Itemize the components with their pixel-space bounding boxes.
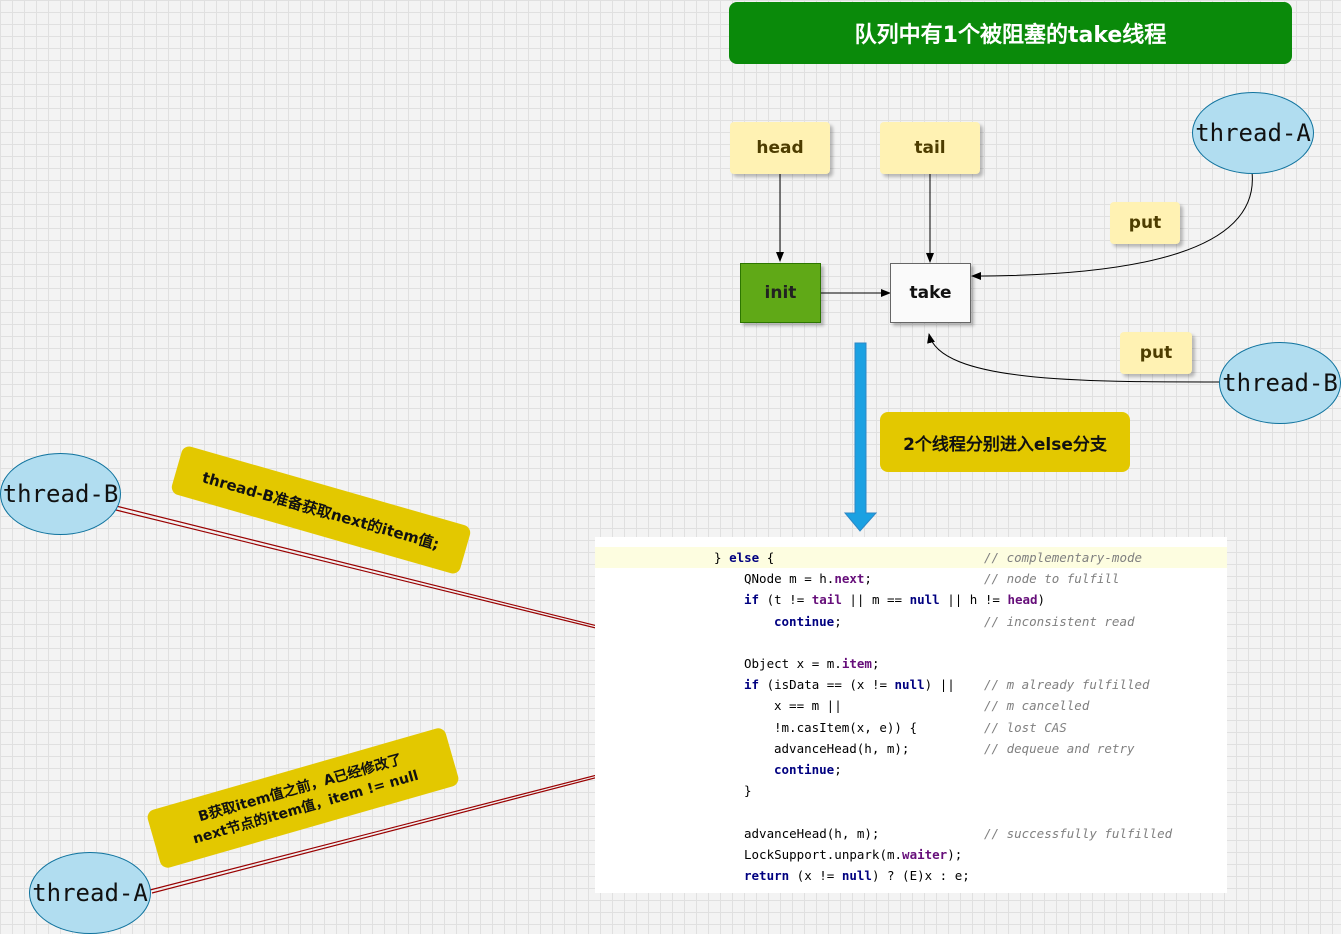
code-line: x == m || // m cancelled [595, 695, 1227, 716]
code-comment: // complementary-mode [984, 550, 1143, 565]
code-line: return (x != null) ? (E)x : e; [595, 865, 1227, 886]
code-text: return (x != null) ? (E)x : e; [744, 868, 970, 883]
thread-a-put-arrow [971, 171, 1253, 280]
take-node: take [890, 263, 971, 323]
code-comment: // node to fulfill [984, 571, 1120, 587]
code-line: Object x = m.item; [595, 653, 1227, 674]
code-comment: // lost CAS [984, 719, 1067, 735]
code-text: continue; [774, 613, 842, 629]
code-line: !m.casItem(x, e)) { // lost CAS [595, 717, 1227, 738]
code-text: } [744, 783, 752, 799]
code-comment: // m cancelled [984, 698, 1090, 714]
head-label: head [730, 122, 830, 174]
code-text: advanceHead(h, m); [744, 825, 880, 841]
code-comment: // dequeue and retry [984, 740, 1135, 756]
code-line: LockSupport.unpark(m.waiter); [595, 844, 1227, 865]
code-comment: // m already fulfilled [984, 677, 1150, 693]
diagram-title: 队列中有1个被阻塞的take线程 [729, 2, 1292, 64]
code-text: LockSupport.unpark(m.waiter); [744, 846, 963, 862]
put-label-b: put [1120, 332, 1192, 374]
code-line: advanceHead(h, m); // dequeue and retry [595, 738, 1227, 759]
init-node: init [740, 263, 821, 323]
thread-a-ellipse-top: thread-A [1192, 92, 1314, 174]
put-label-a: put [1110, 202, 1180, 244]
thread-b-put-arrow [927, 333, 1220, 383]
code-comment: // successfully fulfilled [984, 825, 1173, 841]
code-text: if (isData == (x != null) || [744, 677, 955, 693]
code-line [595, 632, 1227, 653]
thread-a-ellipse-bottom: thread-A [29, 852, 151, 934]
code-line [595, 801, 1227, 822]
code-text: x == m || [774, 698, 842, 714]
code-line: advanceHead(h, m); // successfully fulfil… [595, 823, 1227, 844]
code-line: continue; [595, 759, 1227, 780]
code-comment: // inconsistent read [984, 613, 1135, 629]
else-branch-callout: 2个线程分别进入else分支 [880, 412, 1130, 472]
code-text: QNode m = h.next; [744, 571, 872, 587]
code-line: if (isData == (x != null) || // m already… [595, 674, 1227, 695]
code-line: } [595, 780, 1227, 801]
tail-label: tail [880, 122, 980, 174]
code-text: advanceHead(h, m); [774, 740, 910, 756]
code-text: Object x = m.item; [744, 656, 880, 671]
code-text: !m.casItem(x, e)) { [774, 719, 917, 735]
code-text: continue; [774, 762, 842, 777]
code-line: QNode m = h.next; // node to fulfill [595, 568, 1227, 589]
down-arrow-shape [843, 342, 878, 532]
code-line: continue; // inconsistent read [595, 611, 1227, 632]
code-text: } else { [714, 550, 775, 565]
code-line: } else { // complementary-mode [595, 547, 1227, 568]
code-text: if (t != tail || m == null || h != head) [744, 592, 1046, 608]
code-line: if (t != tail || m == null || h != head) [595, 589, 1227, 610]
thread-b-ellipse-left: thread-B [0, 453, 121, 535]
thread-b-ellipse-right: thread-B [1219, 342, 1341, 424]
